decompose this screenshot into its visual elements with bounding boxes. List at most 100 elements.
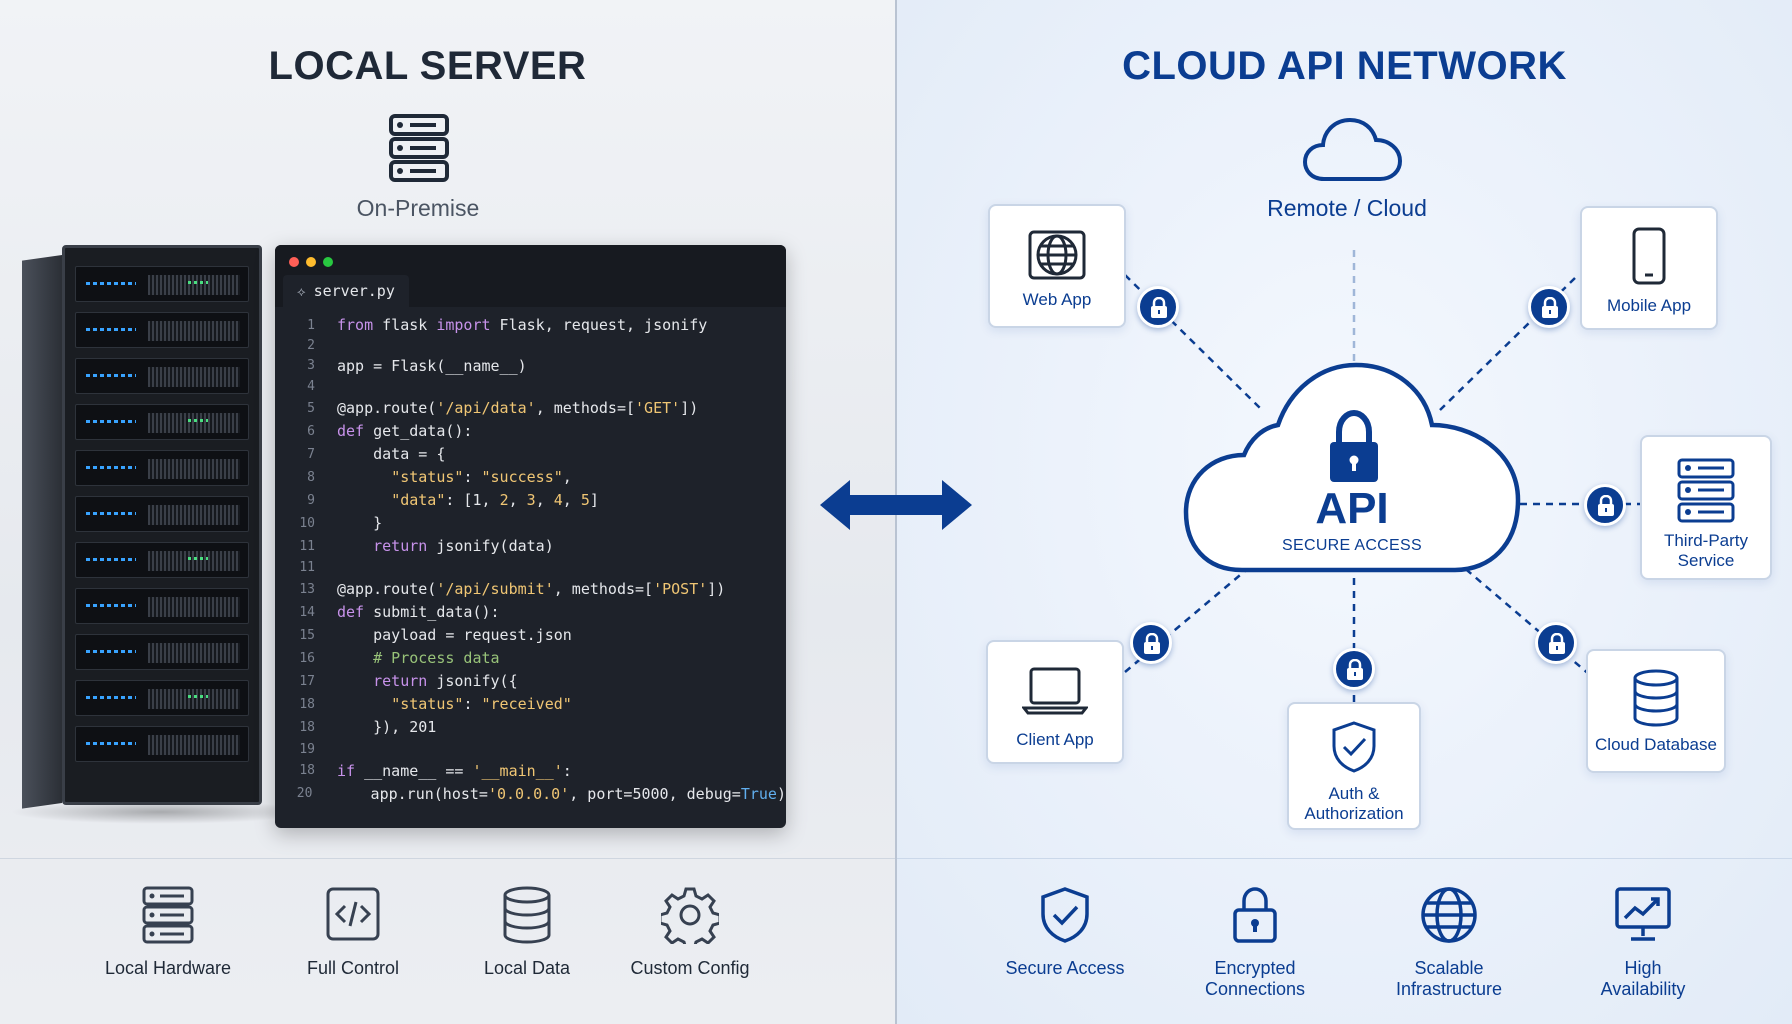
padlock-icon [1233, 887, 1277, 943]
node-mobile-app[interactable]: Mobile App [1580, 206, 1718, 330]
node-third-party-service[interactable]: Third-Party Service [1640, 435, 1772, 580]
code-line: 20 app.run(host='0.0.0.0', port=5000, de… [275, 782, 786, 805]
feature-label: High [1624, 958, 1662, 978]
node-label: Mobile App [1606, 296, 1692, 315]
feature-label: Encrypted [1214, 958, 1296, 978]
feature-label: Availability [1600, 979, 1686, 999]
code-line: 4 [275, 376, 786, 396]
rack-unit [75, 312, 249, 348]
lock-badge-icon [1130, 622, 1172, 664]
node-label: Authorization [1304, 804, 1404, 823]
node-label: Client App [1016, 730, 1094, 749]
line-number: 2 [307, 338, 315, 354]
api-subtitle: SECURE ACCESS [1282, 537, 1422, 554]
lock-badge-icon [1137, 286, 1179, 328]
feature-local-hardware: Local Hardware [78, 886, 258, 979]
feature-label: Infrastructure [1395, 979, 1503, 999]
api-lock-icon [1330, 409, 1378, 482]
rack-unit [75, 496, 249, 532]
node-label: Service [1677, 551, 1735, 570]
code-line: 16 # Process data [275, 647, 786, 670]
maximize-window-dot[interactable] [323, 257, 333, 267]
line-number: 18 [299, 719, 315, 735]
code-line: 11 [275, 558, 786, 578]
rack-unit [75, 266, 249, 302]
right-bottom-divider [897, 858, 1792, 859]
node-web-app[interactable]: Web App [988, 204, 1126, 328]
lock-badge-icon [1333, 648, 1375, 690]
code-text: "data": [1, 2, 3, 4, 5] [391, 491, 599, 510]
line-number: 18 [299, 696, 315, 712]
code-text: @app.route('/api/submit', methods=['POST… [337, 580, 726, 599]
node-label: Auth & [1328, 784, 1380, 803]
server-rack [22, 245, 262, 809]
feature-label: Connections [1204, 979, 1306, 999]
line-number: 8 [307, 469, 315, 485]
feature-custom-config: Custom Config [600, 886, 780, 979]
rack-unit [75, 634, 249, 670]
code-text: return jsonify(data) [373, 537, 554, 556]
line-number: 3 [307, 358, 315, 374]
shield-check-icon [1332, 721, 1376, 773]
feature-high-availability: High Availability [1553, 886, 1733, 1000]
code-text: }), 201 [337, 718, 437, 737]
on-premise-label: On-Premise [356, 195, 480, 221]
left-bottom-divider [0, 858, 895, 859]
feature-full-control: Full Control [263, 886, 443, 979]
feature-label: Local Data [483, 958, 571, 978]
node-cloud-database[interactable]: Cloud Database [1586, 649, 1726, 773]
file-tab-label: server.py [313, 282, 395, 300]
code-line: 15 payload = request.json [275, 624, 786, 647]
code-text: from flask import Flask, request, jsonif… [337, 316, 708, 335]
line-number: 5 [307, 400, 315, 416]
code-line: 13 @app.route('/api/submit', methods=['PO… [275, 578, 786, 601]
code-text: app.run(host='0.0.0.0', port=5000, debug… [334, 784, 786, 803]
code-text: def submit_data(): [337, 603, 500, 622]
code-line: 14 def submit_data(): [275, 601, 786, 624]
server-stack-icon [1677, 458, 1735, 523]
feature-label: Custom Config [630, 958, 750, 978]
feature-label: Secure Access [1005, 958, 1125, 978]
line-number: 18 [299, 763, 315, 779]
line-number: 11 [299, 538, 315, 554]
database-icon [1633, 669, 1679, 727]
minimize-window-dot[interactable] [306, 257, 316, 267]
remote-cloud-label: Remote / Cloud [1267, 195, 1427, 221]
database-icon [503, 886, 551, 944]
code-text: def get_data(): [337, 422, 473, 441]
local-server-title: LOCAL SERVER [268, 44, 587, 88]
line-number: 9 [307, 492, 315, 508]
line-number: 14 [299, 604, 315, 620]
bidirectional-arrow-icon [820, 480, 972, 530]
line-number: 13 [299, 581, 315, 597]
code-text: "status": "received" [391, 695, 572, 714]
node-label: Cloud Database [1595, 735, 1717, 754]
code-line: 3 app = Flask(__name__) [275, 356, 786, 376]
line-number: 19 [299, 741, 315, 757]
node-client-app[interactable]: Client App [986, 640, 1124, 764]
code-line: 5@app.route('/api/data', methods=['GET']… [275, 397, 786, 420]
line-number: 6 [307, 423, 315, 439]
code-line: 18 if __name__ == '__main__': [275, 759, 786, 782]
file-tab-server-py[interactable]: ⟡server.py [283, 275, 409, 307]
node-auth-authorization[interactable]: Auth & Authorization [1287, 702, 1421, 830]
feature-label: Scalable [1414, 958, 1484, 978]
code-text: app = Flask(__name__) [337, 356, 527, 375]
code-line: 18 "status": "received" [275, 693, 786, 716]
code-line: 6 def get_data(): [275, 420, 786, 443]
server-stack-icon [388, 113, 450, 183]
code-text: if __name__ == '__main__': [337, 761, 572, 780]
lock-badge-icon [1584, 484, 1626, 526]
line-number: 17 [299, 673, 315, 689]
code-text: payload = request.json [337, 626, 572, 645]
line-number: 16 [299, 650, 315, 666]
server-icon [142, 886, 194, 944]
code-line: 10 } [275, 512, 786, 535]
line-number: 20 [296, 786, 313, 802]
code-text: return jsonify({ [373, 672, 518, 691]
close-window-dot[interactable] [289, 257, 299, 267]
laptop-icon [1022, 667, 1088, 715]
